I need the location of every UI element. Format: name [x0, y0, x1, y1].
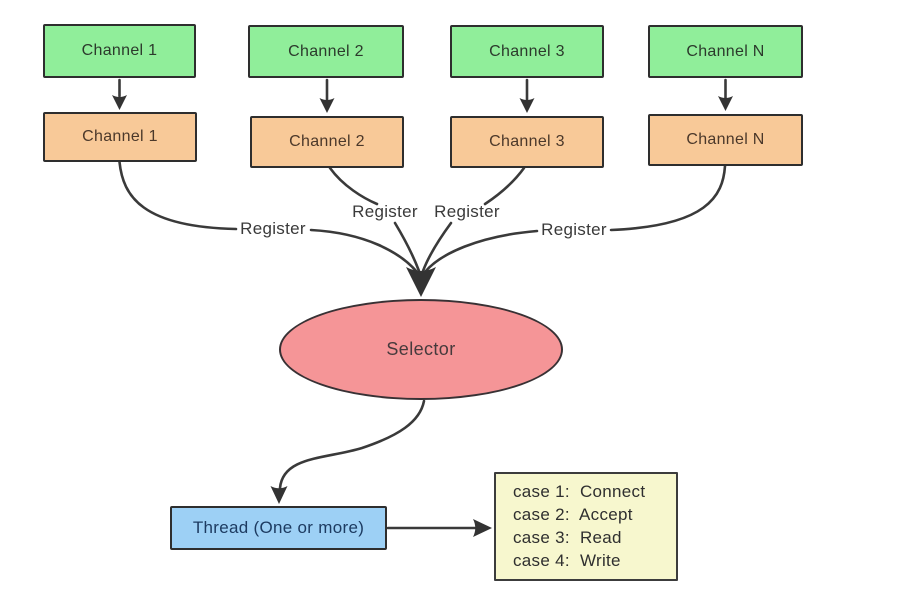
channel-source-label-3: Channel 3 — [489, 42, 565, 60]
selector-ellipse: Selector — [279, 299, 563, 400]
channel-registered-box-2: Channel 2 — [250, 116, 404, 168]
arrowhead-selector-converge — [406, 267, 436, 297]
register-label-mid1: Register — [352, 202, 418, 221]
case-line-3: case 3: Read — [513, 528, 622, 547]
channel-registered-label-3: Channel 3 — [489, 133, 565, 150]
selector-label: Selector — [386, 339, 456, 359]
channel-registered-box-3: Channel 3 — [450, 116, 604, 168]
channel-source-box-3: Channel 3 — [450, 25, 604, 78]
channel-registered-label-2: Channel 2 — [289, 133, 365, 150]
channel-registered-label-n: Channel N — [686, 131, 765, 148]
case-line-4: case 4: Write — [513, 551, 621, 570]
register-label-mid2: Register — [434, 202, 500, 221]
wire-channel1-register-a — [118, 160, 238, 231]
channel-source-label-2: Channel 2 — [288, 42, 364, 60]
channel-registered-box-1: Channel 1 — [43, 112, 197, 162]
case-line-2: case 2: Accept — [513, 505, 633, 524]
arrowhead-channelN — [718, 96, 733, 111]
channel-source-box-2: Channel 2 — [248, 25, 404, 78]
wire-channel3-register-b — [421, 221, 453, 273]
register-label-right: Register — [541, 220, 607, 239]
channel-source-label-1: Channel 1 — [81, 42, 158, 59]
wire-channel2-register-a — [328, 166, 379, 206]
wire-channel3-register-a — [483, 166, 526, 206]
channel-source-label-n: Channel N — [686, 42, 765, 60]
thread-label: Thread (One or more) — [192, 518, 365, 537]
channel-source-box-1: Channel 1 — [43, 24, 196, 78]
arrowhead-channel1 — [112, 95, 127, 110]
wire-selector-to-thread — [278, 399, 426, 490]
channel-source-box-n: Channel N — [648, 25, 803, 78]
arrowhead-channel2 — [319, 98, 335, 113]
channel-registered-box-n: Channel N — [648, 114, 803, 166]
case-line-1: case 1: Connect — [513, 482, 646, 501]
wire-channelN-register-a — [609, 164, 727, 232]
wire-channel2-register-b — [393, 221, 421, 273]
arrowhead-cases — [473, 519, 492, 537]
case-box: case 1: Connect case 2: Accept case 3: R… — [494, 472, 678, 581]
register-label-left: Register — [240, 219, 306, 238]
channel-registered-label-1: Channel 1 — [82, 128, 158, 145]
arrowhead-thread — [270, 486, 288, 504]
thread-box: Thread (One or more) — [170, 506, 387, 550]
wire-channelN-register-b — [423, 229, 539, 274]
wire-channel1-register-b — [309, 228, 419, 274]
arrowhead-channel3 — [519, 98, 535, 113]
